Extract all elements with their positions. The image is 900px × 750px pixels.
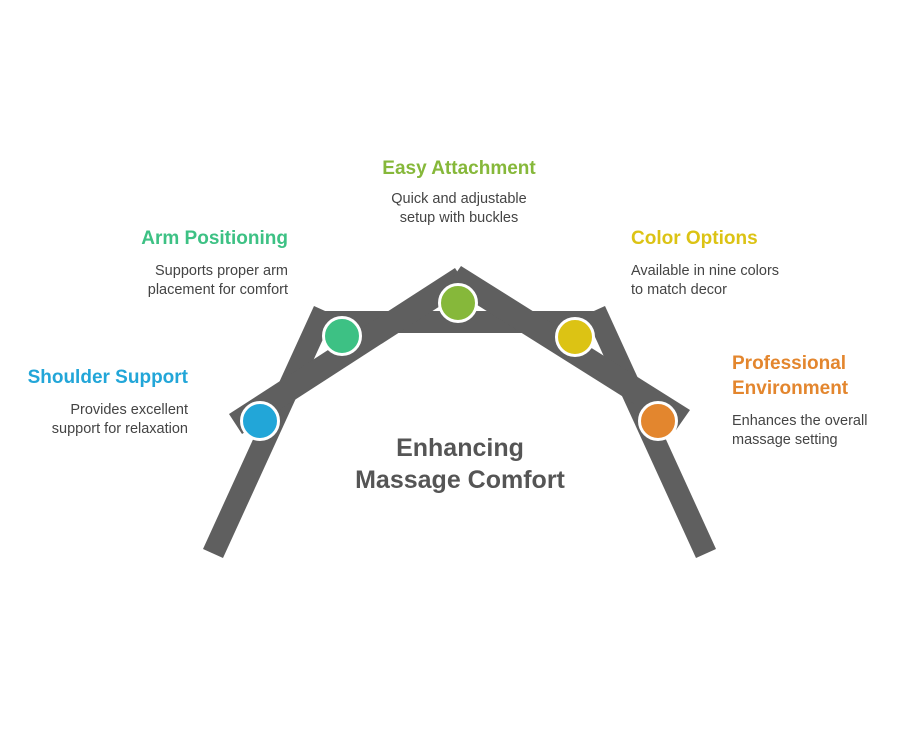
arm-title: Arm Positioning	[141, 228, 288, 249]
attachment-block: Easy Attachment Quick and adjustable set…	[339, 156, 579, 228]
arm-block: Arm Positioning Supports proper arm plac…	[68, 226, 288, 300]
attachment-title: Easy Attachment	[382, 158, 536, 179]
arm-description: Supports proper arm placement for comfor…	[147, 263, 288, 298]
color-options-node-circle	[555, 317, 595, 357]
professional-title: Professional Environment	[732, 353, 849, 399]
professional-description: Enhances the overall massage setting	[732, 413, 868, 448]
center-title: Enhancing Massage Comfort	[355, 434, 565, 494]
color-options-title: Color Options	[631, 228, 758, 249]
professional-block: Professional Environment Enhances the ov…	[732, 351, 892, 450]
color-options-description: Available in nine colors to match decor	[631, 263, 780, 298]
attachment-node-circle	[438, 283, 478, 323]
arm-node-circle	[322, 316, 362, 356]
professional-node-circle	[638, 401, 678, 441]
color-options-block: Color Options Available in nine colors t…	[631, 226, 851, 300]
attachment-description: Quick and adjustable setup with buckles	[391, 191, 527, 226]
shoulder-block: Shoulder Support Provides excellent supp…	[8, 365, 188, 439]
shoulder-node-circle	[240, 401, 280, 441]
shoulder-title: Shoulder Support	[27, 367, 188, 388]
shoulder-description: Provides excellent support for relaxatio…	[51, 402, 188, 437]
